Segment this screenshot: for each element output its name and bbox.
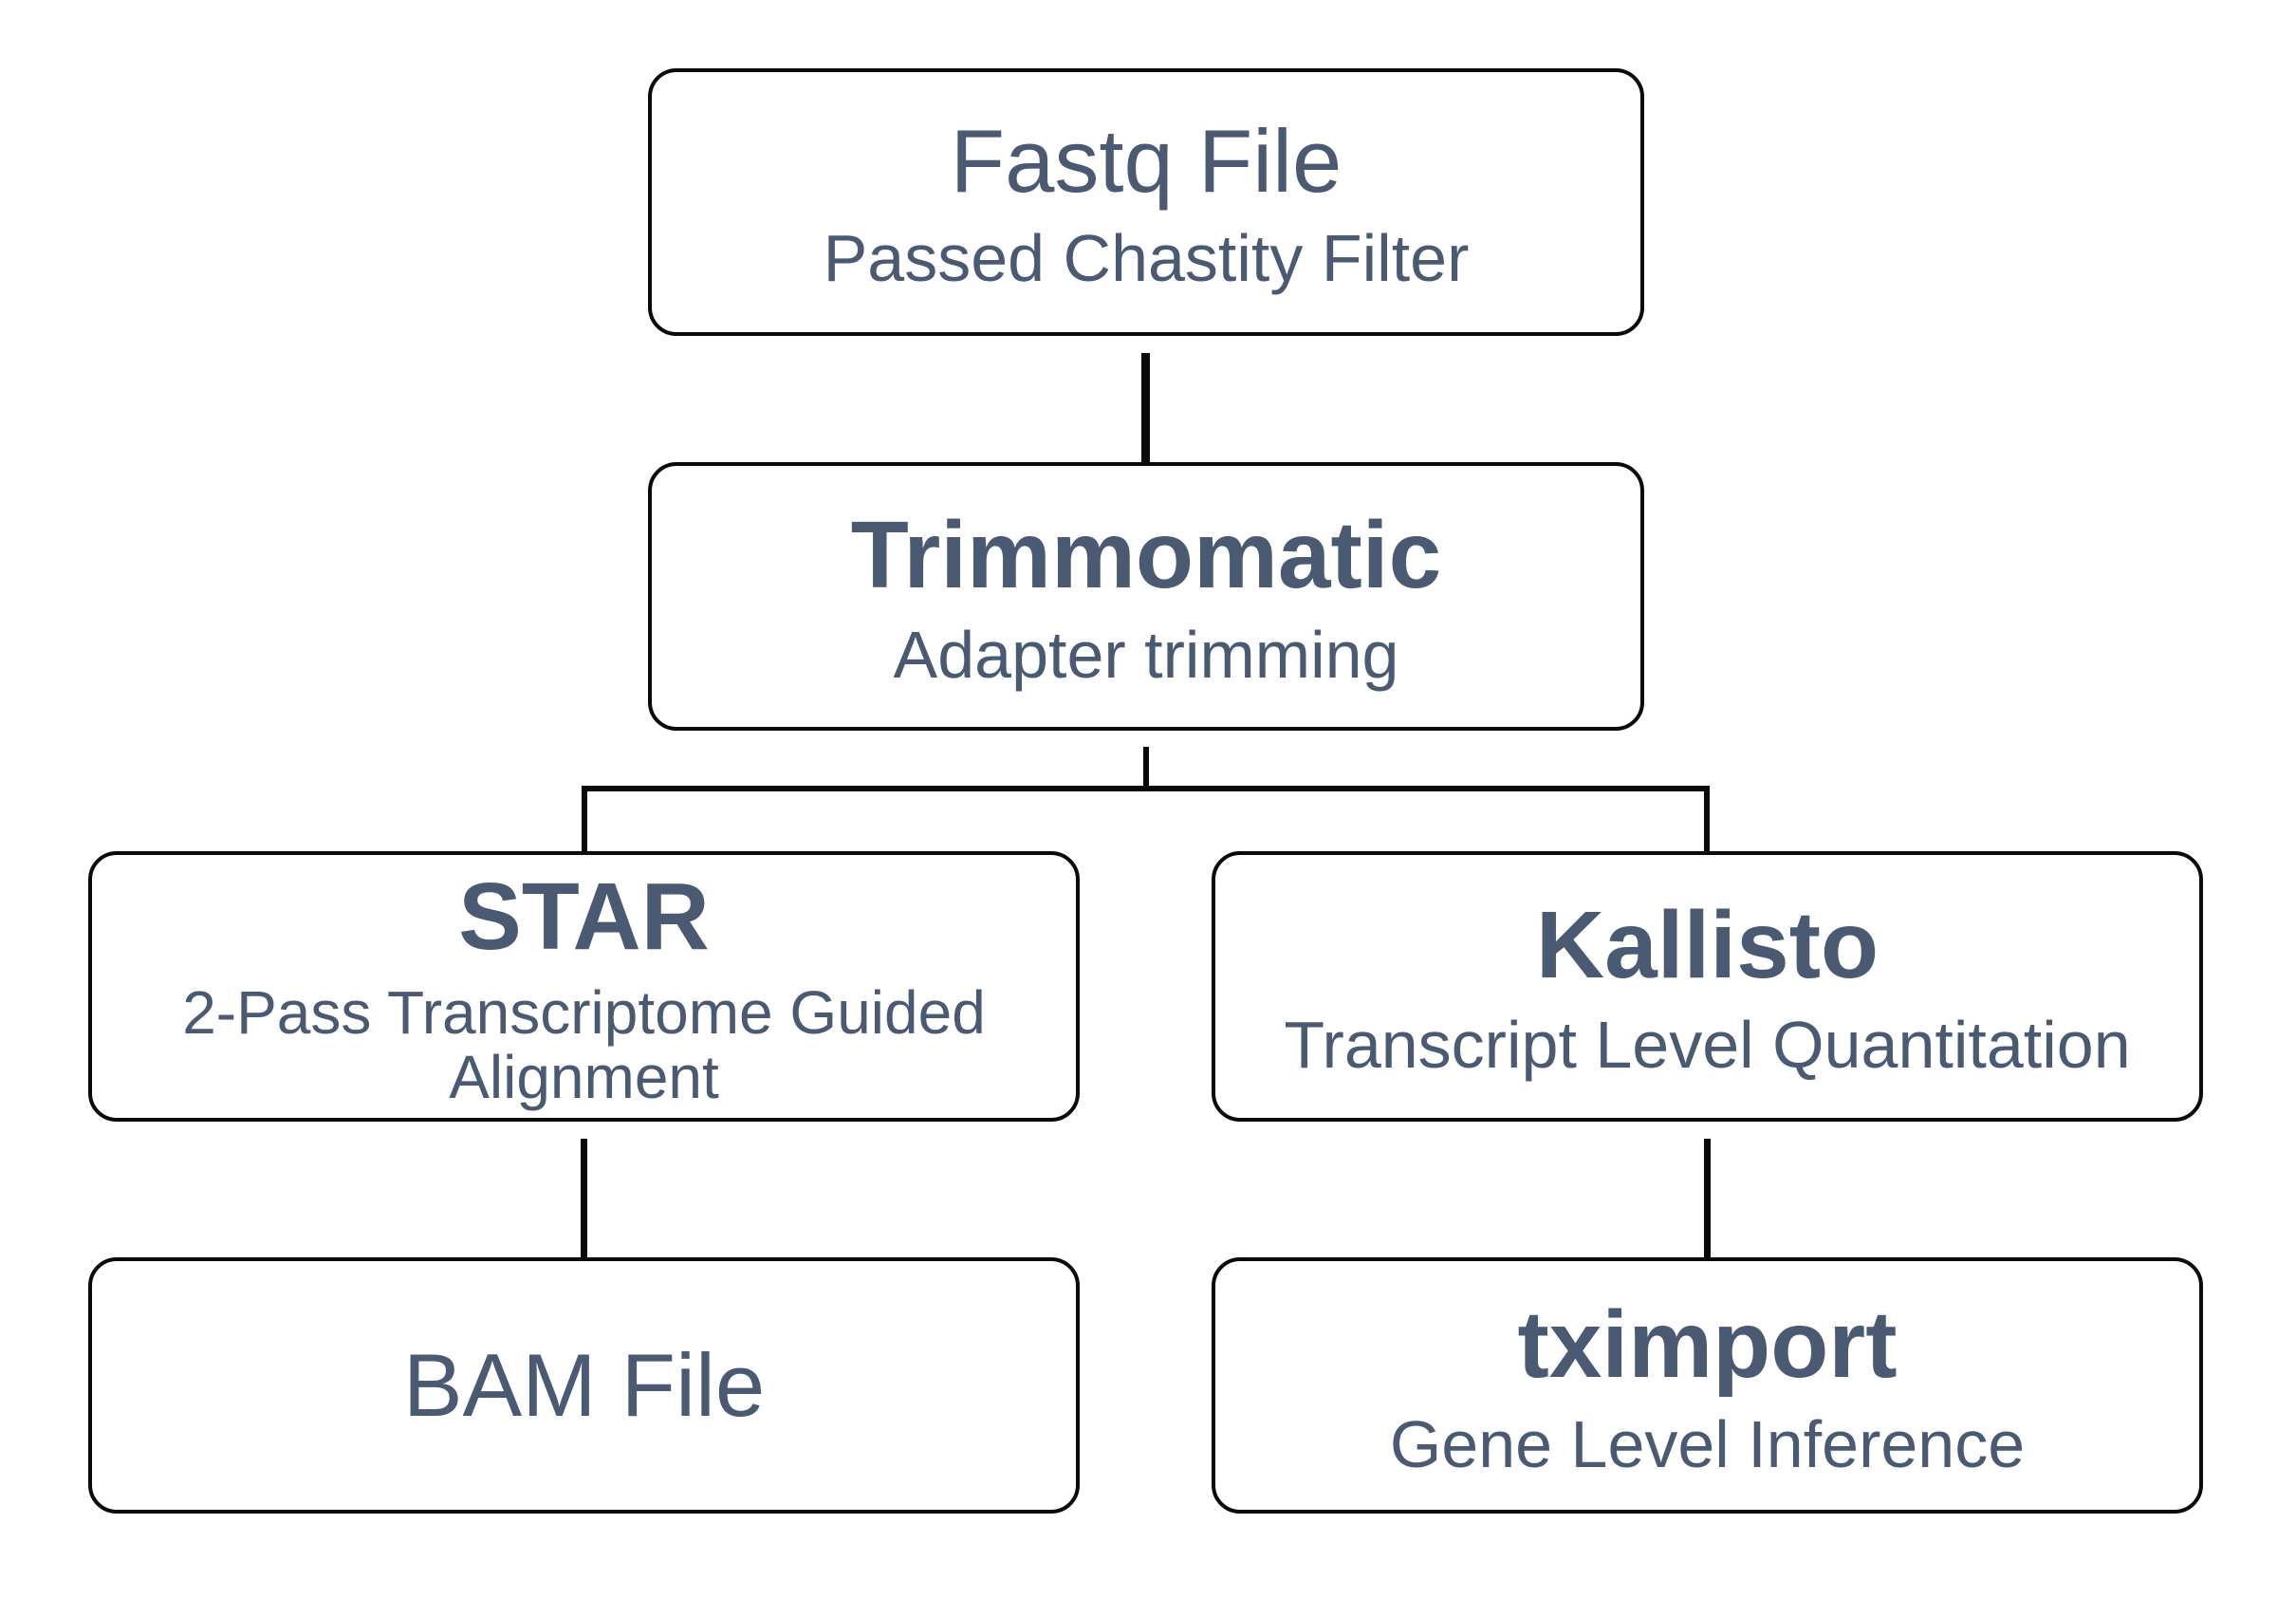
connector-branch-horizontal <box>582 786 1710 791</box>
node-tximport: tximport Gene Level Inference <box>1212 1257 2203 1514</box>
connector-star-to-bam <box>581 1139 587 1257</box>
node-fastq-file: Fastq File Passed Chastity Filter <box>648 68 1644 336</box>
node-kallisto-subtitle: Transcript Level Quantitation <box>1284 1008 2131 1083</box>
connector-kallisto-to-tximport <box>1704 1139 1711 1257</box>
node-kallisto-title: Kallisto <box>1535 892 1879 999</box>
node-tximport-title: tximport <box>1517 1291 1898 1398</box>
connector-branch-drop-to-star <box>582 786 587 851</box>
node-trimmomatic-title: Trimmomatic <box>850 502 1442 609</box>
node-star: STAR 2-Pass Transcriptome Guided Alignme… <box>88 851 1080 1122</box>
node-bam-file: BAM File <box>88 1257 1080 1514</box>
node-fastq-title: Fastq File <box>950 111 1342 212</box>
node-star-title: STAR <box>458 863 710 970</box>
node-kallisto: Kallisto Transcript Level Quantitation <box>1212 851 2203 1122</box>
node-trimmomatic-subtitle: Adapter trimming <box>893 618 1399 693</box>
node-star-subtitle: 2-Pass Transcriptome Guided Alignment <box>182 977 986 1111</box>
node-fastq-subtitle: Passed Chastity Filter <box>823 220 1470 295</box>
connector-fastq-to-trimmomatic <box>1141 353 1150 462</box>
connector-trimmomatic-branch-stem <box>1143 747 1149 790</box>
node-bam-title: BAM File <box>402 1335 766 1436</box>
connector-branch-drop-to-kallisto <box>1704 786 1710 851</box>
node-trimmomatic: Trimmomatic Adapter trimming <box>648 462 1644 731</box>
node-tximport-subtitle: Gene Level Inference <box>1389 1406 2026 1481</box>
